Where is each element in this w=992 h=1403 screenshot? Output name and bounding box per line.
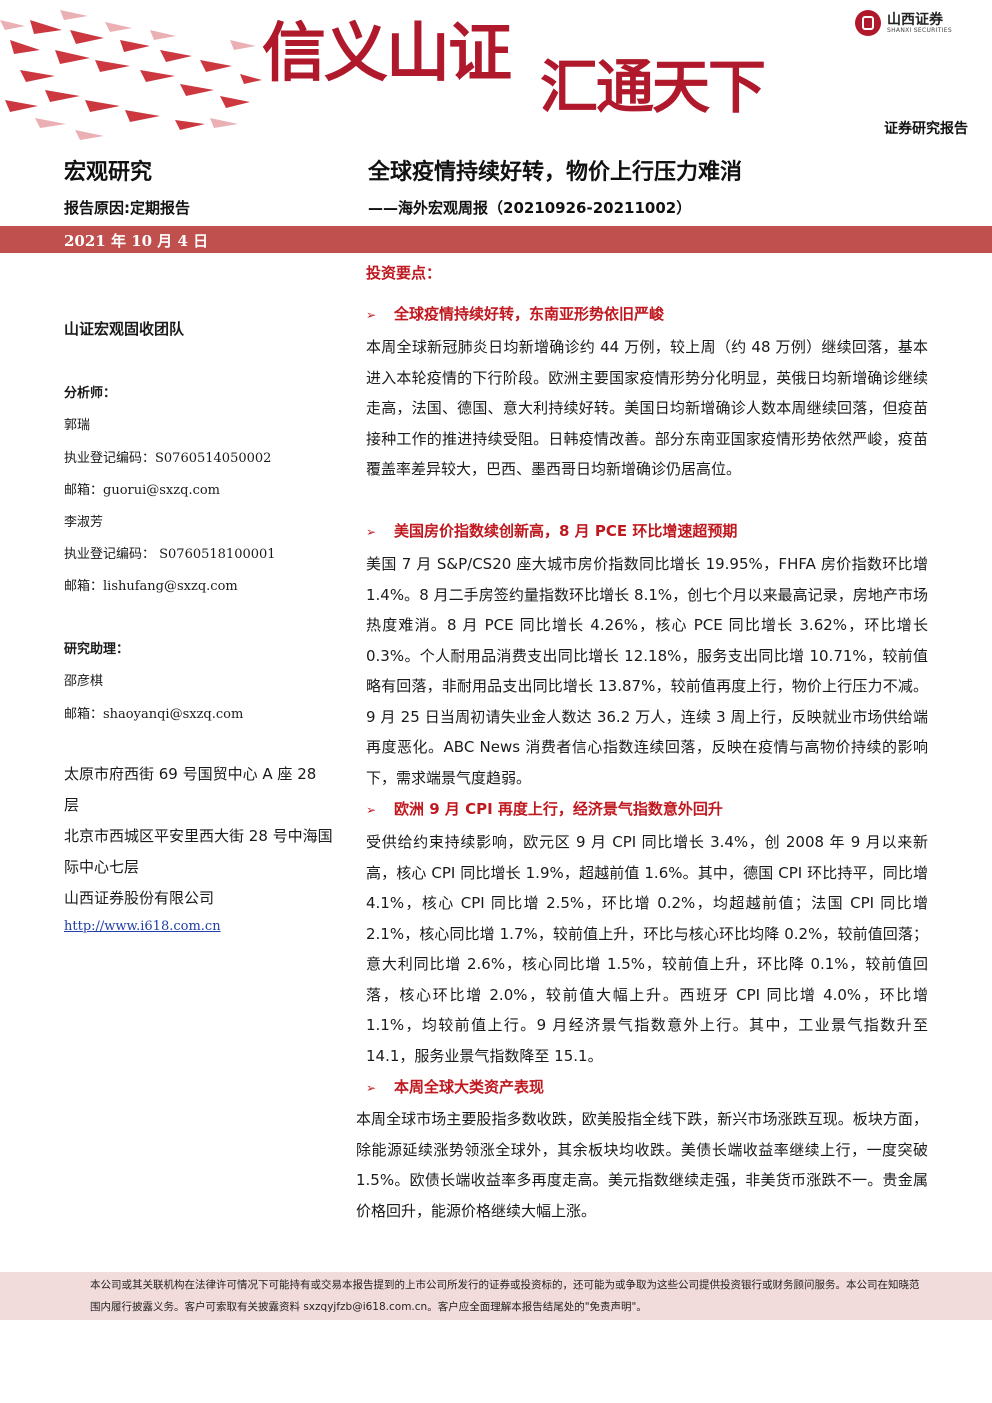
slogan-part2: 汇通天下: [540, 53, 766, 121]
team-name: 山证宏观固收团队: [64, 320, 185, 338]
logo-icon: [855, 10, 881, 36]
logo-name-cn: 山西证券: [887, 11, 943, 28]
analyst-reg: 执业登记编码： S0760518100001: [64, 547, 276, 562]
section-title: ➢全球疫情持续好转，东南亚形势依旧严峻: [366, 305, 665, 323]
company-logo: 山西证券 SHANXI SECURITIES: [855, 10, 952, 36]
disclaimer-text: 本公司或其关联机构在法律许可情况下可能持有或交易本报告提到的上市公司所发行的证券…: [90, 1279, 920, 1313]
arrow-icon: ➢: [366, 308, 377, 322]
section-title: ➢本周全球大类资产表现: [366, 1078, 545, 1096]
assistant-email: 邮箱：shaoyanqi@sxzq.com: [64, 707, 244, 722]
arrow-icon: ➢: [366, 525, 377, 539]
report-reason: 报告原因:定期报告: [64, 199, 190, 217]
section-title: ➢美国房价指数续创新高，8 月 PCE 环比增速超预期: [366, 522, 738, 540]
arrow-icon: ➢: [366, 803, 377, 817]
assistant-name: 邵彦棋: [64, 674, 104, 689]
report-subtitle: ——海外宏观周报（20210926-20211002）: [368, 199, 692, 217]
section-title: ➢欧洲 9 月 CPI 再度上行，经济景气指数意外回升: [366, 800, 723, 818]
report-category: 宏观研究: [64, 160, 153, 185]
report-type: 证券研究报告: [884, 121, 968, 137]
section-body: 本周全球市场主要股指多数收跌，欧美股指全线下跌，新兴市场涨跌互现。板块方面，除能…: [356, 1110, 928, 1220]
assistant-label: 研究助理：: [64, 642, 130, 657]
section-body: 本周全球新冠肺炎日均新增确诊约 44 万例，较上周（约 48 万例）继续回落，基…: [366, 338, 928, 478]
analyst-reg: 执业登记编码：S0760514050002: [64, 451, 272, 466]
analyst-name: 李淑芳: [64, 515, 104, 530]
analyst-email: 邮箱：guorui@sxzq.com: [64, 483, 221, 498]
company-name: 山西证券股份有限公司: [64, 889, 215, 907]
report-date: 2021 年 10 月 4 日: [64, 232, 209, 250]
logo-name-en: SHANXI SECURITIES: [887, 26, 952, 34]
report-headline: 全球疫情持续好转，物价上行压力难消: [368, 160, 743, 185]
address-beijing: 北京市西城区平安里西大街 28 号中海国际中心七层: [64, 827, 333, 876]
analyst-name: 郭瑞: [64, 418, 91, 433]
paper-planes-decoration: [0, 10, 262, 140]
analyst-email: 邮箱：lishufang@sxzq.com: [64, 579, 238, 594]
arrow-icon: ➢: [366, 1081, 377, 1095]
header-banner: 信义山证 汇通天下 山西证券 SHANXI SECURITIES 证券研究报告: [0, 0, 992, 150]
address-taiyuan: 太原市府西街 69 号国贸中心 A 座 28 层: [64, 765, 317, 814]
analyst-label: 分析师：: [64, 386, 117, 401]
section-body: 美国 7 月 S&P/CS20 座大城市房价指数同比增长 19.95%，FHFA…: [366, 555, 928, 787]
keypoints-label: 投资要点：: [366, 264, 442, 282]
company-website-link[interactable]: http://www.i618.com.cn: [64, 919, 221, 934]
section-body: 受供给约束持续影响，欧元区 9 月 CPI 同比增长 3.4%，创 2008 年…: [366, 833, 928, 1065]
slogan-part1: 信义山证: [262, 16, 512, 91]
disclaimer-footer: 本公司或其关联机构在法律许可情况下可能持有或交易本报告提到的上市公司所发行的证券…: [0, 1272, 992, 1320]
date-bar: 2021 年 10 月 4 日: [0, 226, 992, 253]
